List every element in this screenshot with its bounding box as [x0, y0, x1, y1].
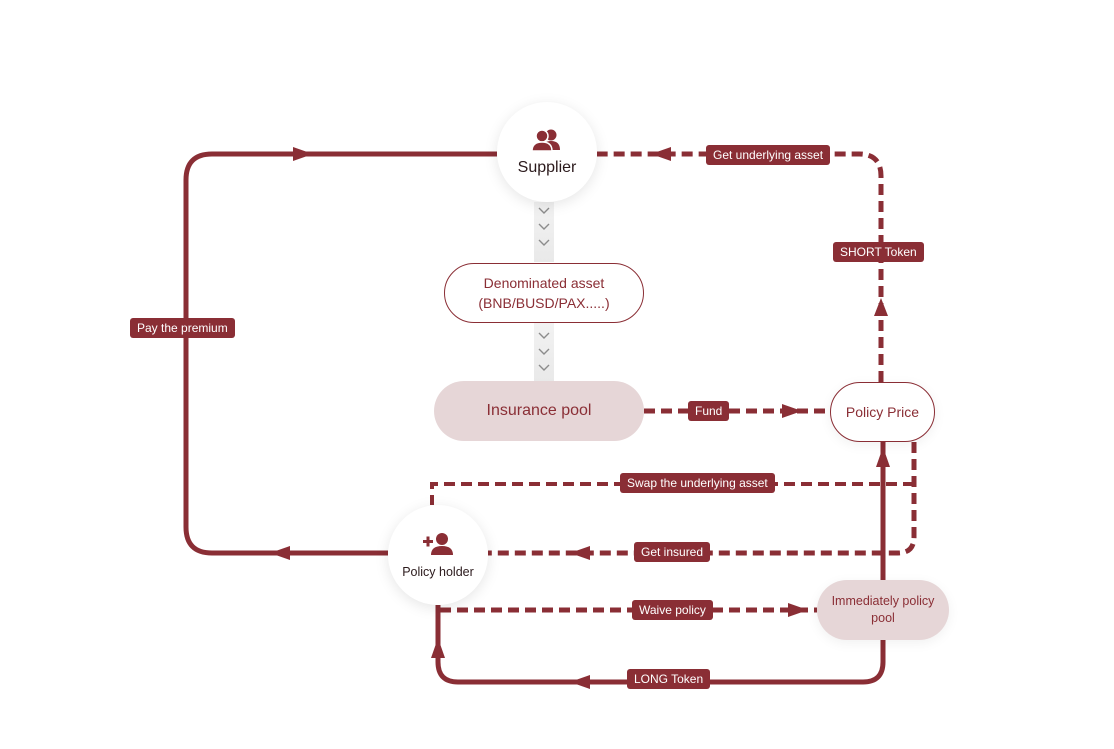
- policy-price-node: Policy Price: [830, 382, 935, 442]
- chevron-down-icon: [538, 207, 550, 371]
- insurance-pool-node: Insurance pool: [434, 381, 644, 441]
- get-insured-line: [488, 442, 917, 556]
- get-insured-arrow: [570, 546, 590, 560]
- long-token-arrow-up: [431, 638, 445, 658]
- short-token-arrow: [874, 298, 888, 316]
- policy-holder-label: Policy holder: [402, 564, 474, 579]
- chevron-strip-lower: [534, 323, 554, 381]
- policy-holder-node: Policy holder: [388, 505, 488, 605]
- denominated-asset-node: Denominated asset (BNB/BUSD/PAX.....): [444, 263, 644, 323]
- get-insured-tag: Get insured: [634, 542, 711, 562]
- user-plus-icon: [423, 532, 453, 555]
- get-underlying-tag: Get underlying asset: [706, 145, 831, 165]
- immediate-policy-pool-label: Immediately policy pool: [831, 594, 935, 625]
- pay-premium-line: [183, 151, 497, 556]
- pay-premium-tag: Pay the premium: [130, 318, 235, 338]
- policy-price-label: Policy Price: [845, 404, 920, 420]
- fund-arrow: [782, 404, 802, 418]
- insurance-pool-label: Insurance pool: [486, 402, 592, 419]
- immediate-policy-pool-node: Immediately policy pool: [817, 580, 949, 640]
- users-icon: [531, 128, 560, 152]
- supplier-node: Supplier: [497, 102, 597, 202]
- long-token-tag: LONG Token: [627, 669, 711, 689]
- short-token-tag: SHORT Token: [833, 242, 924, 262]
- pay-premium-arrow-bottom: [270, 546, 290, 560]
- swap-underlying-tag: Swap the underlying asset: [620, 473, 775, 493]
- waive-policy-tag: Waive policy: [632, 600, 713, 620]
- denominated-asset-examples: (BNB/BUSD/PAX.....): [478, 295, 610, 311]
- denominated-asset-title: Denominated asset: [483, 275, 605, 291]
- get-underlying-line: [597, 151, 884, 382]
- waive-policy-arrow: [788, 603, 808, 617]
- long-token-arrow-bottom: [570, 675, 590, 689]
- supplier-label: Supplier: [517, 158, 577, 176]
- pool-to-price-arrow: [876, 447, 890, 467]
- chevron-strip-upper: [534, 202, 554, 262]
- pay-premium-arrow-top: [293, 147, 313, 161]
- fund-tag: Fund: [688, 401, 730, 421]
- get-underlying-arrow: [651, 147, 671, 161]
